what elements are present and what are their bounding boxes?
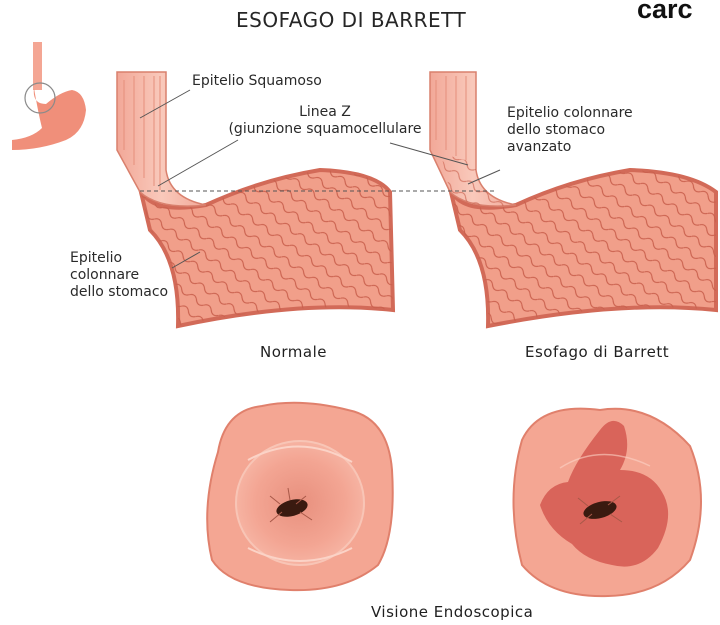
label-advanced-columnar: Epitelio colonnare dello stomaco avanzat… [507,105,633,156]
label-columnar-line-3: dello stomaco [70,284,168,301]
label-columnar-line-2: colonnare [70,267,168,284]
cropped-corner-text: carc [637,0,693,25]
label-advanced-line-2: dello stomaco [507,122,633,139]
label-z-line-subtitle: (giunzione squamocellulare [210,121,440,138]
label-z-line-title: Linea Z [210,104,440,121]
caption-barrett: Esofago di Barrett [525,343,669,361]
label-advanced-line-3: avanzato [507,139,633,156]
label-advanced-line-1: Epitelio colonnare [507,105,633,122]
thumbnail-stomach-icon [12,42,86,150]
label-columnar-line-1: Epitelio [70,250,168,267]
endoscopic-normal-view [207,403,393,590]
page-title: ESOFAGO DI BARRETT [236,8,466,32]
caption-normal: Normale [260,343,327,361]
label-squamous-epithelium: Epitelio Squamoso [192,73,322,90]
label-columnar-epithelium: Epitelio colonnare dello stomaco [70,250,168,301]
label-z-line: Linea Z (giunzione squamocellulare [210,104,440,138]
endoscopic-barrett-view [514,409,702,597]
caption-endoscopic: Visione Endoscopica [371,603,533,621]
